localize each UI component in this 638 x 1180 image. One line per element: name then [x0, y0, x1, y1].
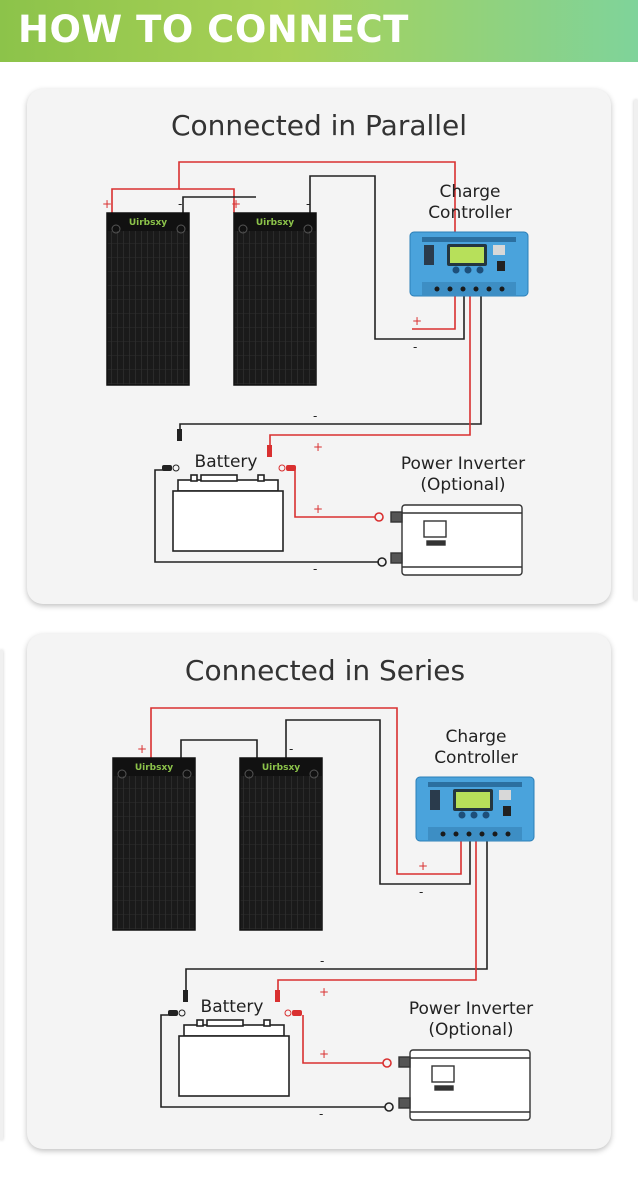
battery-label: Battery — [201, 997, 264, 1017]
power-inverter-icon — [390, 504, 523, 576]
battery-icon — [178, 1019, 290, 1097]
page-title: HOW TO CONNECT — [18, 8, 409, 51]
adjacent-card-edge — [0, 650, 3, 1140]
negative-wire-panel1 — [182, 196, 256, 213]
plus-label: + — [412, 314, 422, 328]
header-banner: HOW TO CONNECT — [0, 0, 638, 62]
positive-wire-panels — [111, 161, 456, 330]
minus-label: - — [289, 742, 293, 756]
minus-label: - — [419, 885, 423, 899]
inverter-label: (Optional) — [428, 1020, 513, 1040]
solar-panel: Uirbsxy — [239, 757, 323, 931]
battery-label: Battery — [195, 452, 258, 472]
minus-label: - — [319, 1107, 323, 1121]
panel-brand-label: Uirbsxy — [262, 763, 300, 773]
negative-wire-battery — [179, 295, 482, 439]
plus-label: + — [137, 742, 147, 756]
negative-wire-panels — [309, 175, 465, 340]
negative-wire-inverter — [154, 469, 379, 563]
minus-label: - — [320, 954, 324, 968]
negative-wire-panel — [285, 719, 471, 885]
inverter-ring-terminals — [382, 1058, 394, 1112]
plus-label: + — [102, 197, 112, 211]
plus-label: + — [319, 985, 329, 999]
power-inverter-icon — [398, 1049, 531, 1121]
wiring — [150, 707, 488, 1108]
inverter-label: Power Inverter — [409, 999, 533, 1019]
minus-label: - — [178, 197, 182, 211]
solar-panel: Uirbsxy — [106, 212, 190, 386]
wiring — [111, 161, 482, 563]
minus-label: - — [313, 562, 317, 576]
plus-label: + — [231, 197, 241, 211]
polarity-labels: + - + - + - - + + - — [102, 197, 422, 576]
plus-label: + — [319, 1047, 329, 1061]
charge-controller-icon — [409, 231, 529, 297]
battery-terminal-clips — [168, 990, 302, 1017]
plus-label: + — [313, 440, 323, 454]
parallel-diagram: Connected in Parallel + - + - + - - + + … — [102, 109, 529, 576]
plus-label: + — [313, 502, 323, 516]
series-diagram: Connected in Series + - + - - + + - Uirb… — [112, 654, 535, 1121]
inverter-ring-terminals — [374, 512, 387, 567]
positive-wire-panel — [150, 707, 462, 875]
parallel-diagram-card: Connected in Parallel + - + - + - - + + … — [27, 89, 611, 604]
plus-label: + — [418, 859, 428, 873]
positive-wire-battery — [277, 840, 477, 996]
inverter-label: (Optional) — [420, 475, 505, 495]
minus-label: - — [413, 340, 417, 354]
controller-label: Controller — [434, 748, 518, 768]
solar-panel: Uirbsxy — [112, 757, 196, 931]
positive-wire-inverter — [294, 470, 375, 518]
battery-terminal-clips — [162, 429, 296, 472]
solar-panel: Uirbsxy — [233, 212, 317, 386]
charge-controller-icon — [415, 776, 535, 842]
minus-label: - — [313, 409, 317, 423]
series-link-wire — [180, 739, 258, 758]
positive-wire-inverter — [302, 1015, 383, 1064]
negative-wire-battery — [185, 840, 488, 1000]
panel-brand-label: Uirbsxy — [135, 763, 173, 773]
polarity-labels: + - + - - + + - — [137, 742, 428, 1121]
minus-label: - — [306, 197, 310, 211]
positive-wire-battery — [269, 295, 471, 451]
battery-icon — [172, 474, 284, 552]
controller-label: Charge — [439, 182, 500, 202]
adjacent-card-edge — [634, 100, 638, 600]
negative-wire-inverter — [160, 1014, 385, 1108]
panel-brand-label: Uirbsxy — [256, 218, 294, 228]
series-diagram-card: Connected in Series + - + - - + + - Uirb… — [27, 634, 611, 1149]
controller-label: Controller — [428, 203, 512, 223]
inverter-label: Power Inverter — [401, 454, 525, 474]
controller-label: Charge — [445, 727, 506, 747]
panel-brand-label: Uirbsxy — [129, 218, 167, 228]
diagram-title: Connected in Parallel — [171, 109, 467, 142]
diagram-title: Connected in Series — [185, 654, 465, 687]
positive-wire-panel2 — [179, 188, 235, 213]
